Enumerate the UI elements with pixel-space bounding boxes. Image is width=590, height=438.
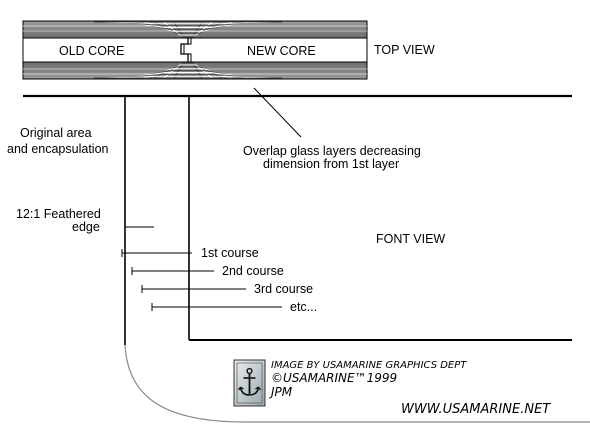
website-text: WWW.USAMARINE.NET [401, 402, 551, 417]
top-view-label: TOP VIEW [374, 43, 435, 57]
feathered-text-2: edge [72, 220, 100, 234]
original-area-text-1: Original area [20, 126, 92, 140]
course-2: 2nd course [132, 264, 284, 278]
feathered-text-1: 12:1 Feathered [16, 207, 101, 221]
top-view: OLD CORE NEW CORE TOP VIEW [23, 21, 435, 79]
annotations: Original area and encapsulation Overlap … [7, 88, 421, 234]
course-etc: etc... [152, 300, 317, 314]
course-3: 3rd course [142, 282, 313, 296]
original-area-text-2: and encapsulation [7, 142, 109, 156]
course-3-label: 3rd course [254, 282, 313, 296]
front-view-label: FONT VIEW [376, 232, 445, 246]
credit-line-1: IMAGE BY USAMARINE GRAPHICS DEPT [271, 360, 467, 371]
course-etc-label: etc... [290, 300, 317, 314]
credit-line-2: ©USAMARINE™1999 [271, 371, 397, 385]
course-1: 1st course [122, 246, 259, 260]
overlap-text-1: Overlap glass layers decreasing [243, 144, 421, 158]
course-1-label: 1st course [201, 246, 259, 260]
credit-block: IMAGE BY USAMARINE GRAPHICS DEPT ©USAMAR… [234, 360, 551, 417]
course-2-label: 2nd course [222, 264, 284, 278]
overlap-text-2: dimension from 1st layer [263, 157, 399, 171]
credit-line-3: JPM [269, 385, 293, 399]
old-core-label: OLD CORE [59, 44, 124, 58]
new-core-label: NEW CORE [247, 44, 316, 58]
